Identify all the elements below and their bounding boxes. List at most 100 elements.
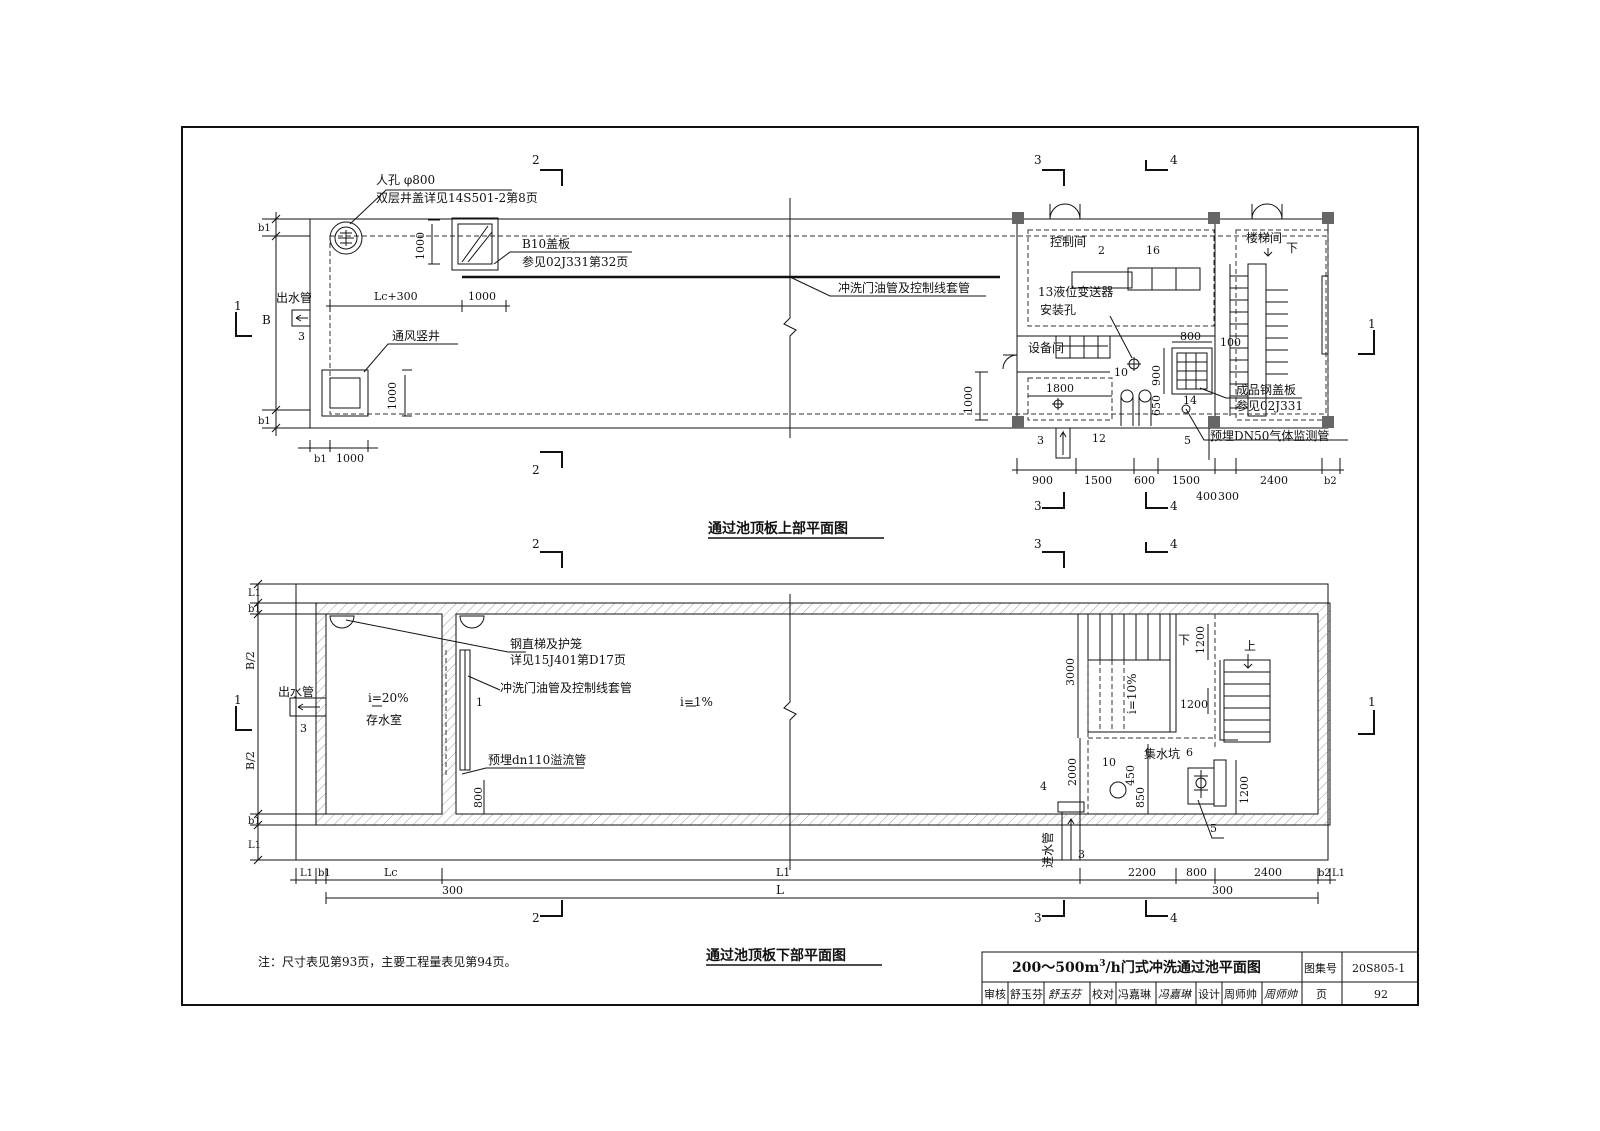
main-slope: i=1% bbox=[680, 695, 713, 709]
lower-outlet-label: 出水管 bbox=[278, 684, 314, 699]
reviewer-signature: 舒玉芬 bbox=[1048, 988, 1083, 1001]
cover-plate bbox=[451, 217, 499, 271]
ladder-ref: 详见15J401第D17页 bbox=[510, 652, 626, 667]
review-label: 审核 bbox=[984, 987, 1006, 1001]
storage-slope: i=20% bbox=[368, 691, 409, 705]
install-hole-label: 安装孔 bbox=[1040, 302, 1076, 317]
upper-stairs bbox=[1229, 248, 1329, 417]
reviewer: 舒玉芬 bbox=[1010, 987, 1043, 1001]
pipe-10-circle bbox=[1109, 781, 1127, 799]
lower-stair-up: 上 bbox=[1244, 639, 1256, 653]
install-leader bbox=[1109, 315, 1133, 359]
lower-dimensions bbox=[250, 579, 1336, 904]
dim-bot-L1c: L1 bbox=[1332, 868, 1345, 879]
mark-5: 5 bbox=[1184, 434, 1191, 447]
note: 注：尺寸表见第93页，主要工程量表见第94页。 bbox=[258, 954, 517, 969]
dim-1000-v2: 1000 bbox=[414, 232, 427, 260]
dim-bot-b1: b1 bbox=[318, 868, 331, 879]
cover-plate-label: B10盖板 bbox=[522, 237, 570, 251]
storage-room: 存水室 bbox=[366, 712, 402, 727]
stair-room-label: 楼梯间 bbox=[1246, 230, 1282, 245]
stair-slope: i=10% bbox=[1125, 673, 1139, 714]
manhole-cover-ref: 双层井盖详见14S501-2第8页 bbox=[376, 190, 538, 205]
svg-text:2: 2 bbox=[532, 153, 540, 167]
dim-450: 450 bbox=[1124, 765, 1137, 786]
lower-conduit-label: 冲洗门油管及控制线套管 bbox=[500, 680, 632, 695]
lower-plan-title: 通过池顶板下部平面图 bbox=[706, 947, 846, 964]
dim-B2-a: B/2 bbox=[244, 651, 257, 670]
gas-leader bbox=[1185, 408, 1348, 441]
vent-shaft bbox=[321, 369, 369, 417]
svg-text:2: 2 bbox=[532, 911, 540, 925]
dim-b1-bot-lower: b1 bbox=[248, 816, 261, 827]
sump-pit bbox=[1187, 759, 1227, 807]
coverplate-leader bbox=[493, 251, 632, 265]
upper-outlet-label: 出水管 bbox=[276, 290, 312, 305]
dim-800: 800 bbox=[1180, 330, 1201, 343]
dim-1000-left: 1000 bbox=[336, 452, 364, 465]
lower-break-line bbox=[783, 594, 797, 870]
svg-text:4: 4 bbox=[1170, 537, 1178, 551]
dim-bot-Lc: Lc bbox=[384, 866, 397, 879]
ladder-hoop-left bbox=[329, 615, 355, 629]
dim-1000-v3: 1000 bbox=[962, 386, 975, 414]
svg-text:3: 3 bbox=[1034, 499, 1042, 513]
dim-1200-a: 1200 bbox=[1194, 626, 1207, 654]
dim-b1-top: b1 bbox=[258, 223, 271, 234]
upper-break-line bbox=[783, 198, 797, 438]
manhole bbox=[329, 221, 363, 255]
dim-L1-bot: L1 bbox=[248, 840, 261, 851]
dim-bot-2200: 2200 bbox=[1128, 866, 1156, 879]
lower-plan: 钢直梯及护笼 详见15J401第D17页 冲洗门油管及控制线套管 预埋dn110… bbox=[244, 579, 1345, 904]
upper-outlet-pipe bbox=[291, 309, 311, 327]
title-block: 200～500m3/h门式冲洗通过池平面图 图集号 20S805-1 审核 舒玉… bbox=[981, 951, 1419, 1006]
dim-b1-bottom: b1 bbox=[258, 416, 271, 427]
checker: 冯嘉琳 bbox=[1118, 987, 1151, 1001]
dim-bot-L1b: L1 bbox=[776, 866, 790, 879]
equipment-room-label: 设备间 bbox=[1028, 341, 1064, 355]
manhole-label: 人孔 φ800 bbox=[376, 173, 435, 187]
mark-12: 12 bbox=[1092, 432, 1106, 445]
dim-bot-2400: 2400 bbox=[1260, 474, 1288, 487]
overflow-label: 预埋dn110溢流管 bbox=[488, 752, 586, 767]
svg-text:1: 1 bbox=[1368, 317, 1376, 331]
mark5-leader bbox=[1197, 799, 1224, 839]
ladder-leader bbox=[345, 619, 526, 653]
atlas-label: 图集号 bbox=[1304, 961, 1337, 975]
conduit-leader bbox=[789, 276, 986, 297]
dim-3000: 3000 bbox=[1064, 658, 1077, 686]
dim-bot-L1a: L1 bbox=[300, 868, 313, 879]
dim-1000-v1: 1000 bbox=[386, 382, 399, 410]
lower-mark-6: 6 bbox=[1186, 746, 1193, 759]
dim-bot-800: 800 bbox=[1186, 866, 1207, 879]
stair-down-label: 下 bbox=[1286, 241, 1298, 255]
lower-mark-5: 5 bbox=[1210, 822, 1217, 835]
mark-14: 14 bbox=[1183, 394, 1197, 407]
dim-650: 650 bbox=[1150, 395, 1163, 416]
steel-leader bbox=[1199, 387, 1302, 399]
steel-cover-label: 成品钢盖板 bbox=[1236, 383, 1296, 397]
upper-conduit-label: 冲洗门油管及控制线套管 bbox=[838, 280, 970, 295]
dim-bot-400: 400 bbox=[1196, 490, 1217, 503]
dim-bot-1500a: 1500 bbox=[1084, 474, 1112, 487]
steel-cover-ref: 参见02J331 bbox=[1236, 398, 1303, 413]
designer-signature: 周师帅 bbox=[1264, 988, 1298, 1001]
dim-100: 100 bbox=[1220, 336, 1241, 349]
upper-section-marks: 2 2 3 4 3 4 1 1 bbox=[234, 153, 1376, 513]
svg-text:1: 1 bbox=[234, 693, 242, 707]
page-label: 页 bbox=[1316, 988, 1327, 1001]
gas-pipe-label: 预埋DN50气体监测管 bbox=[1210, 428, 1329, 443]
svg-text:1: 1 bbox=[234, 299, 242, 313]
page-no: 92 bbox=[1374, 988, 1388, 1001]
dim-L1-top: L1 bbox=[248, 588, 261, 599]
upper-tank-inner-dashed bbox=[329, 235, 1327, 415]
dim-bot-2400-lower: 2400 bbox=[1254, 866, 1282, 879]
lower-inlet-pipe bbox=[1057, 801, 1085, 861]
upper-plan: 人孔 φ800 双层井盖详见14S501-2第8页 B10盖板 参见02J331… bbox=[258, 173, 1348, 503]
upper-plan-title: 通过池顶板上部平面图 bbox=[708, 520, 848, 537]
dim-2000: 2000 bbox=[1066, 758, 1079, 786]
lower-mark-4: 4 bbox=[1040, 780, 1047, 793]
dim-1800: 1800 bbox=[1046, 382, 1074, 395]
upper-dimensions bbox=[262, 212, 1344, 474]
